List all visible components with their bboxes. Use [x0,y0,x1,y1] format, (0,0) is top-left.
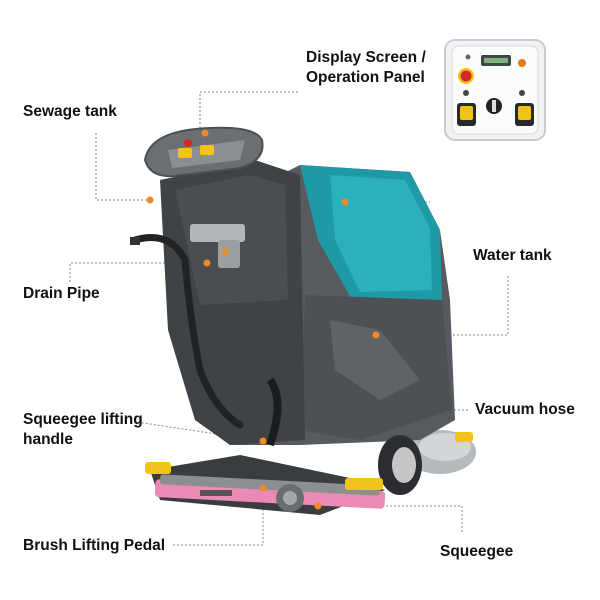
marker-lever [221,248,229,256]
label-display-screen-line2: Operation Panel [306,69,425,86]
marker-water-tank-body [372,331,380,339]
label-sewage-tank: Sewage tank [23,103,117,120]
label-display-screen-line1: Display Screen / [306,49,426,66]
label-water-tank: Water tank [473,247,552,264]
label-brush-lifting-pedal: Brush Lifting Pedal [23,537,166,554]
label-vacuum-hose: Vacuum hose [475,401,575,418]
marker-drain-pipe [203,259,211,267]
marker-display-panel [201,129,209,137]
marker-water-tank [341,198,349,206]
marker-sewage-tank [146,196,154,204]
key-switch-icon [486,98,502,114]
label-squeegee-lifting-handle: Squeegee lifting handle [23,410,143,450]
label-squeegee: Squeegee [440,543,514,560]
marker-squeegee-lifting [259,437,267,445]
marker-dots [146,129,380,510]
fan-icon [463,90,469,96]
label-display-screen: Display Screen / Operation Panel [306,48,426,88]
label-drain-pipe: Drain Pipe [23,285,100,302]
emergency-stop-icon [458,68,474,84]
label-squeegee-lifting-line1: Squeegee lifting [23,411,143,428]
operation-panel-inset [444,39,546,141]
label-squeegee-lifting-line2: handle [23,431,73,448]
lcd-display-icon [481,55,511,66]
marker-squeegee [314,502,322,510]
scrubber-body [130,126,476,515]
marker-brush-pedal [259,484,267,492]
